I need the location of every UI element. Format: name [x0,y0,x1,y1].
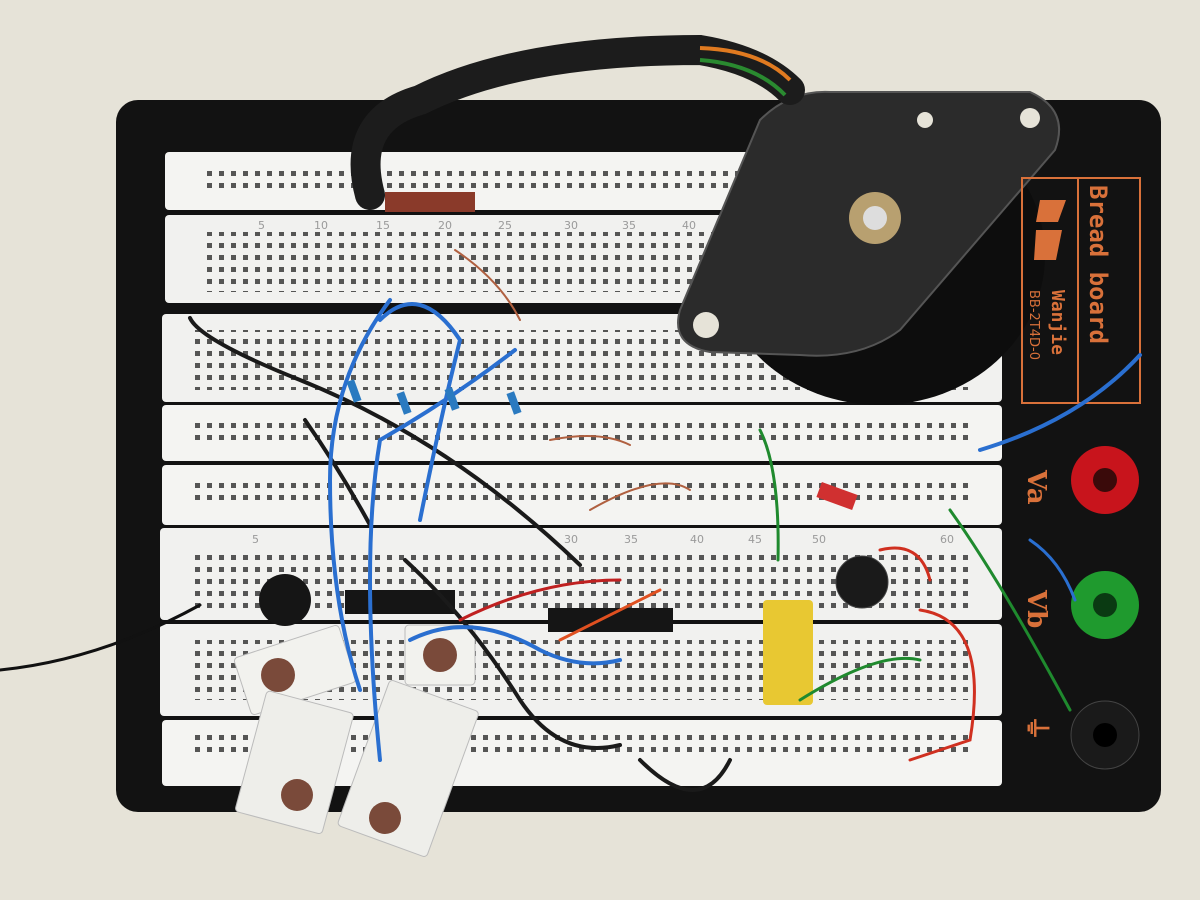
ic-chip [548,608,673,632]
jumper-wires [0,249,1142,792]
stepper-motor [677,90,1060,405]
column-number: 40 [682,219,696,232]
column-number: 45 [748,533,762,546]
potentiometers [233,624,479,857]
column-number: 5 [258,219,265,232]
column-number: 25 [498,219,512,232]
column-number: 50 [812,533,826,546]
column-number: 35 [622,219,636,232]
terminal-label-ground: ⏚ [1021,715,1051,741]
column-number: 15 [376,219,390,232]
terminal-label-vb: Vb [1021,589,1051,628]
column-number: 20 [438,219,452,232]
maker-text: Wanjie [1047,290,1068,355]
column-number: 30 [564,533,578,546]
column-number: 10 [314,219,328,232]
model-text: BB-2T4D-0 [1026,290,1041,360]
motor-cable [350,34,805,210]
binding-posts: Va Vb ⏚ [1021,446,1140,770]
diodes [346,379,522,415]
terminal-label-va: Va [1021,469,1051,505]
lower-column-numbers: 5 30 35 40 45 50 60 [252,533,954,546]
column-number: 60 [940,533,954,546]
trimmer-potentiometer [259,574,311,626]
mounting-hole [1020,108,1040,128]
brand-text: Bread board [1084,185,1112,344]
column-number: 40 [690,533,704,546]
brand-label: Bread board Wanjie BB-2T4D-0 [1021,177,1141,404]
motor-shaft [863,206,887,230]
motor-connector [385,192,475,212]
column-number: 30 [564,219,578,232]
mounting-hole [693,312,719,338]
yellow-capacitor [763,600,813,705]
upper-column-numbers: 5 10 15 20 25 30 35 40 [258,219,696,232]
column-number: 35 [624,533,638,546]
logo-icon [1034,200,1066,260]
red-component [816,481,858,511]
column-number: 5 [252,533,259,546]
electrolytic-capacitor [835,555,889,609]
